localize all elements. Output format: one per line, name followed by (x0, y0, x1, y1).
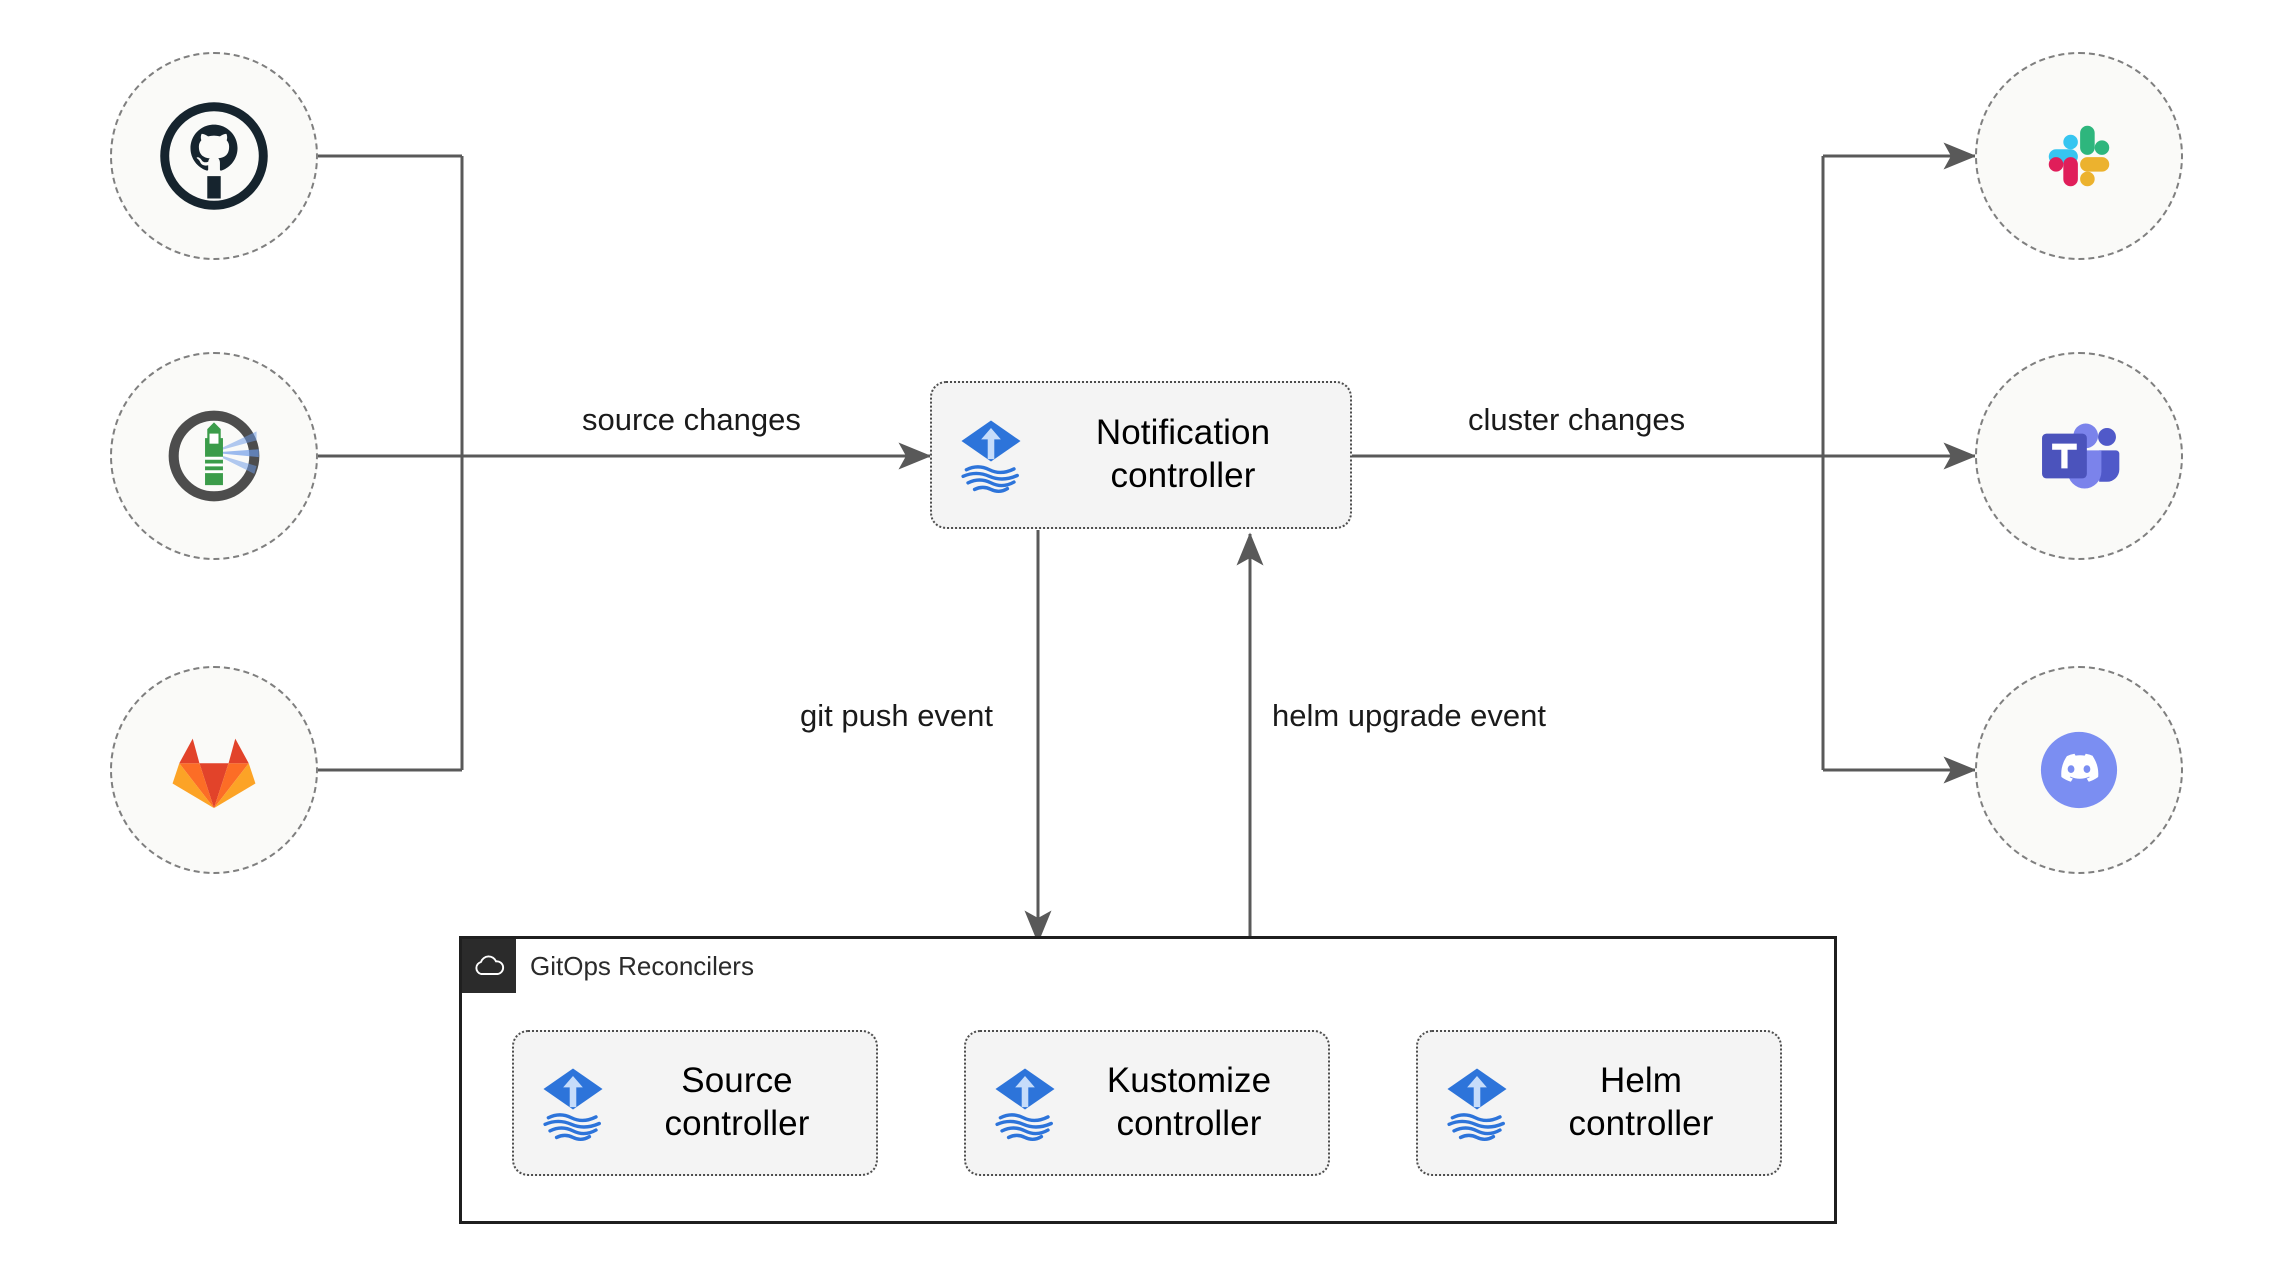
target-node-slack[interactable] (1975, 52, 2183, 260)
edge-label-source-changes: source changes (582, 402, 801, 437)
cloud-icon (462, 939, 516, 993)
discord-icon (2040, 731, 2118, 809)
flux-logo-icon (961, 420, 1021, 494)
source-controller-label: Source controller (664, 1061, 810, 1143)
flux-logo-icon (995, 1068, 1055, 1142)
notification-controller-box[interactable]: Notification controller (930, 381, 1352, 529)
helm-controller-label: Helm controller (1568, 1061, 1714, 1143)
kustomize-controller-label: Kustomize controller (1106, 1061, 1272, 1143)
notification-controller-label: Notification controller (1095, 413, 1271, 495)
flux-lighthouse-icon (168, 410, 260, 502)
source-controller-box[interactable]: Source controller (512, 1030, 878, 1176)
helm-controller-box[interactable]: Helm controller (1416, 1030, 1782, 1176)
target-node-discord[interactable] (1975, 666, 2183, 874)
source-node-flux[interactable] (110, 352, 318, 560)
edge-label-git-push-event: git push event (800, 698, 994, 733)
flux-logo-icon (543, 1068, 603, 1142)
flux-logo-icon (1447, 1068, 1507, 1142)
microsoft-teams-icon (2042, 423, 2120, 489)
source-node-github[interactable] (110, 52, 318, 260)
edge-label-cluster-changes: cluster changes (1468, 402, 1686, 437)
gitops-reconcilers-header: GitOps Reconcilers (462, 939, 754, 993)
gitlab-icon (172, 738, 256, 809)
github-icon (160, 102, 268, 210)
source-node-gitlab[interactable] (110, 666, 318, 874)
edge-label-helm-upgrade-event: helm upgrade event (1272, 698, 1547, 733)
target-node-teams[interactable] (1975, 352, 2183, 560)
slack-icon (2048, 125, 2110, 187)
gitops-reconcilers-title: GitOps Reconcilers (530, 950, 754, 981)
kustomize-controller-box[interactable]: Kustomize controller (964, 1030, 1330, 1176)
